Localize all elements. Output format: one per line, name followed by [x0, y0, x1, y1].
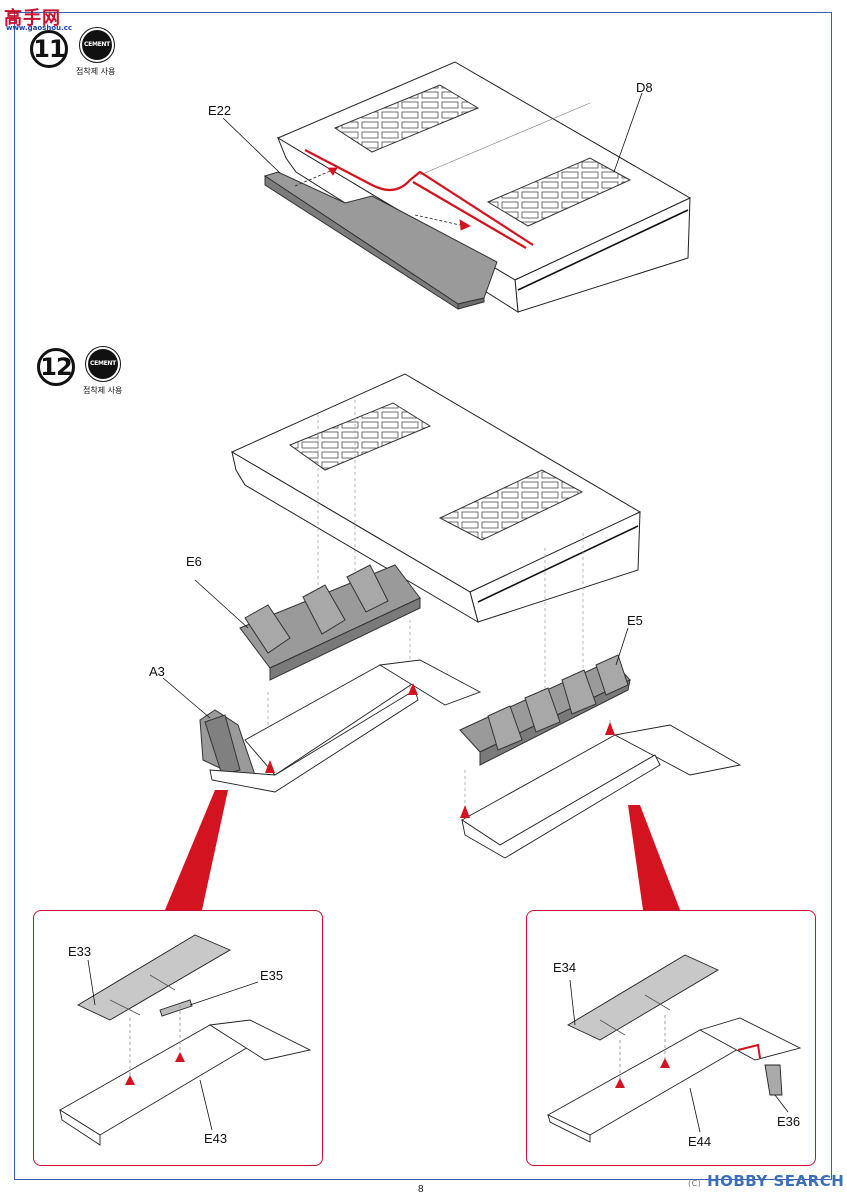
label-e22: E22 — [208, 103, 232, 118]
part-a3 — [199, 709, 256, 781]
label-e33: E33 — [68, 944, 92, 959]
cement-note: 접착제 사용 — [83, 386, 123, 395]
step-12-number: 12 — [37, 348, 75, 386]
placement-arrows-step12 — [265, 683, 615, 818]
detail-left-drawing — [59, 934, 312, 1146]
detail-box-left — [33, 910, 323, 1166]
cement-icon-ring — [79, 27, 115, 63]
watermark-url: www.gaoshou.cc — [6, 24, 73, 32]
label-e35: E35 — [260, 968, 284, 983]
label-e6: E6 — [186, 554, 202, 569]
label-e43: E43 — [204, 1131, 228, 1146]
label-e5: E5 — [627, 613, 643, 628]
deck-d8-step12 — [230, 373, 642, 624]
step-11-number: 11 — [30, 30, 68, 68]
watermark-main: 高手网 — [4, 8, 61, 29]
detail-callouts — [165, 790, 680, 910]
guide-lines-step12 — [267, 400, 611, 818]
leaders-step12 — [162, 579, 629, 719]
placement-arrows-step11 — [294, 167, 471, 231]
source-watermark-text: HOBBY SEARCH — [707, 1172, 845, 1190]
leaders-detail-right — [569, 979, 789, 1133]
cement-icon: CEMENT — [88, 349, 118, 379]
cement-icon-ring — [85, 346, 121, 382]
part-e5 — [459, 654, 631, 766]
cement-lines-step11 — [304, 149, 534, 249]
source-watermark: (C) HOBBY SEARCH — [688, 1172, 844, 1190]
label-e36: E36 — [777, 1114, 801, 1129]
page-frame — [14, 12, 832, 1180]
cement-note: 접착제 사용 — [76, 67, 116, 76]
leaders-step11 — [222, 92, 643, 174]
label-e44: E44 — [688, 1134, 712, 1149]
detail-box-right — [526, 910, 816, 1166]
site-watermark: 高手网 www.gaoshou.cc — [4, 4, 74, 36]
copyright-mark: (C) — [688, 1179, 702, 1188]
hull-side-right — [461, 724, 742, 859]
label-d8: D8 — [636, 80, 653, 95]
leaders-detail-left — [87, 959, 259, 1131]
page-number: 8 — [418, 1184, 424, 1195]
detail-right-drawing — [547, 954, 802, 1143]
part-e22 — [263, 171, 498, 310]
part-e6 — [239, 564, 421, 681]
label-e34: E34 — [553, 960, 577, 975]
label-a3: A3 — [149, 664, 165, 679]
hull-side-left — [209, 659, 482, 793]
cement-icon: CEMENT — [82, 30, 112, 60]
